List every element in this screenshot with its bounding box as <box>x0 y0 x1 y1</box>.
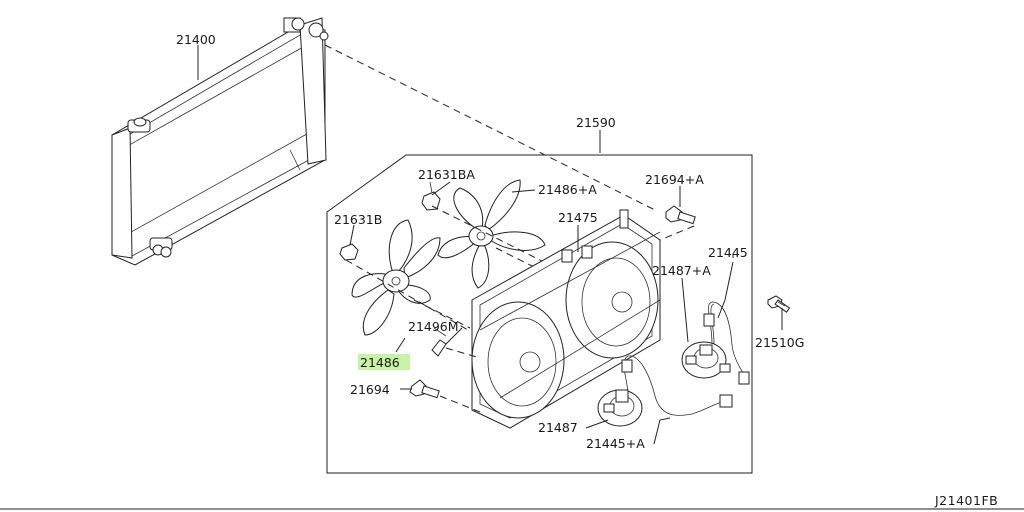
fan-21486a <box>437 179 546 289</box>
nut-21631ba <box>421 181 441 211</box>
label-21475: 21475 <box>558 210 598 225</box>
screw-21510g <box>767 295 791 313</box>
fan-21486 <box>351 219 441 336</box>
assembly-frame <box>326 154 753 474</box>
label-21590: 21590 <box>576 115 616 130</box>
label-21445a: 21445+A <box>586 436 645 451</box>
harness-21445 <box>703 301 750 385</box>
reference-code: J21401FB <box>934 493 998 508</box>
motor-21487 <box>597 389 643 427</box>
bolt-21694a <box>665 205 696 225</box>
label-21631b: 21631B <box>334 212 382 227</box>
label-21631ba: 21631BA <box>418 167 475 182</box>
motor-21487a <box>681 341 731 379</box>
label-21694: 21694 <box>350 382 390 397</box>
harness-21445a <box>621 355 733 416</box>
label-21486a: 21486+A <box>538 182 597 197</box>
fan-shroud <box>471 209 661 429</box>
nut-21631b <box>339 243 359 261</box>
label-21486: 21486 <box>360 355 400 370</box>
label-21487a: 21487+A <box>652 263 711 278</box>
label-21510g: 21510G <box>755 335 804 350</box>
leader-lines <box>0 45 1024 510</box>
radiator-drawing <box>111 17 329 266</box>
highlight-21486 <box>358 354 410 370</box>
label-21400: 21400 <box>176 32 216 47</box>
label-21487: 21487 <box>538 420 578 435</box>
bolt-21694 <box>409 379 440 399</box>
label-21445: 21445 <box>708 245 748 260</box>
part-labels: 21400 21590 21631BA 21486+A 21694+A 2163… <box>176 32 998 508</box>
label-21694a: 21694+A <box>645 172 704 187</box>
label-21496m: 21496M <box>408 319 459 334</box>
